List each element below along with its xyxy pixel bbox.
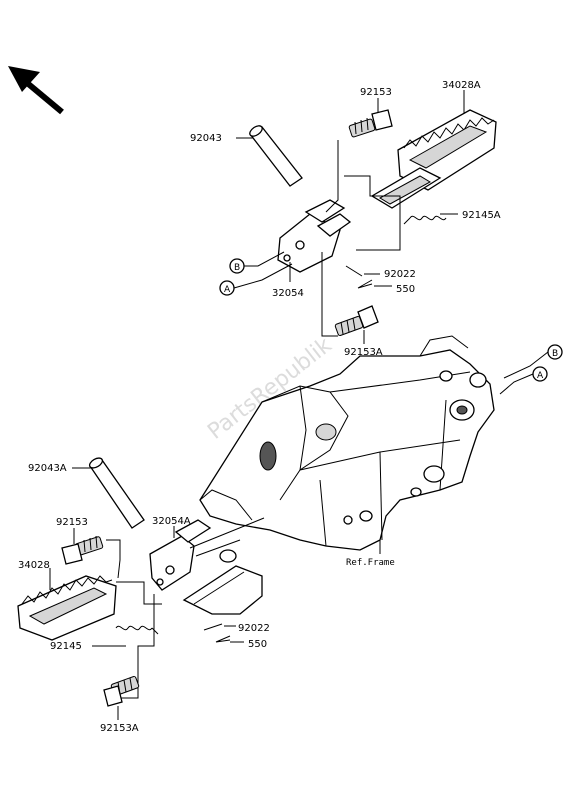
front-direction-arrow-icon <box>8 66 64 115</box>
svg-text:A: A <box>224 285 231 295</box>
label-92043: 92043 <box>190 133 222 144</box>
label-550-bottom: 550 <box>248 639 267 650</box>
svg-text:B: B <box>552 349 558 359</box>
spring-92145A <box>403 215 447 225</box>
label-ref-frame: Ref.Frame <box>346 558 395 568</box>
label-550-top: 550 <box>396 284 415 295</box>
svg-text:A: A <box>537 371 544 381</box>
label-92153A-bottom: 92153A <box>100 723 139 734</box>
callout-B-top-line <box>244 251 285 267</box>
callout-A-top-line <box>233 263 293 289</box>
callout-B-right-line <box>503 351 549 379</box>
callout-A-right: A <box>532 366 548 382</box>
assembly-line-frame-2 <box>195 539 241 557</box>
label-92022-top: 92022 <box>384 269 416 280</box>
assembly-line-bot-3 <box>114 594 155 699</box>
label-92145A: 92145A <box>462 210 501 221</box>
bolt-92153A-top <box>334 305 379 337</box>
bolt-92153-top <box>348 109 393 138</box>
label-92153-top: 92153 <box>360 87 392 98</box>
pin-92043A <box>88 457 145 529</box>
footpeg-34028A <box>370 109 497 209</box>
callout-B-right: B <box>547 344 563 360</box>
cotter-92022-bottom <box>203 623 231 643</box>
assembly-line-top-1 <box>325 140 339 213</box>
label-92153A-top: 92153A <box>344 347 383 358</box>
spring-92145 <box>115 625 159 635</box>
label-92022-bottom: 92022 <box>238 623 270 634</box>
assembly-line-bot-1 <box>106 539 121 579</box>
callout-A-top: A <box>219 280 235 296</box>
frame <box>199 335 495 551</box>
pivot-arm <box>182 549 263 615</box>
label-34028: 34028 <box>18 560 50 571</box>
callout-A-right-line <box>499 373 534 395</box>
footpeg-34028 <box>17 575 117 641</box>
bracket-32054 <box>277 199 352 273</box>
label-32054: 32054 <box>272 288 304 299</box>
label-92145: 92145 <box>50 641 82 652</box>
label-34028A: 34028A <box>442 80 481 91</box>
cotter-92022-top <box>345 265 373 289</box>
callout-B-top: B <box>229 258 245 274</box>
assembly-line-top-3 <box>321 252 338 337</box>
assembly-line-bot-2 <box>116 581 162 605</box>
pin-92043 <box>249 125 303 187</box>
bolt-92153A-bottom <box>103 675 140 707</box>
bracket-32054A <box>149 519 212 591</box>
bolt-92153-bottom <box>61 535 104 565</box>
assembly-line-top-2 <box>344 175 401 251</box>
label-92043A: 92043A <box>28 463 67 474</box>
label-32054A: 32054A <box>152 516 191 527</box>
svg-text:B: B <box>234 263 240 273</box>
label-92153-bottom: 92153 <box>56 517 88 528</box>
assembly-line-frame <box>189 517 265 549</box>
